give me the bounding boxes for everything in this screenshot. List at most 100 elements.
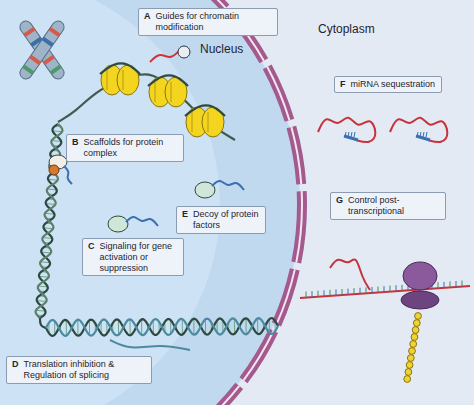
nucleotide bbox=[390, 286, 391, 292]
nucleotide bbox=[378, 286, 379, 292]
base-pair bbox=[348, 132, 349, 137]
nucleotide bbox=[354, 288, 355, 294]
base-pair bbox=[257, 318, 258, 334]
function-label: miRNA sequestration bbox=[351, 79, 436, 90]
nucleotide bbox=[348, 289, 349, 295]
callout-letter: F bbox=[340, 79, 346, 90]
nucleus-region bbox=[0, 0, 300, 405]
nucleotide bbox=[450, 281, 451, 287]
dna-wrap bbox=[100, 63, 140, 74]
chromosome-arm bbox=[18, 19, 67, 82]
histone-groove bbox=[208, 112, 209, 132]
lncrna bbox=[212, 181, 244, 190]
label-box: C Signaling for gene activation or suppre… bbox=[82, 238, 184, 276]
base-pair bbox=[89, 320, 90, 335]
base-pair bbox=[77, 320, 78, 336]
base-pair bbox=[426, 132, 427, 137]
base-pair bbox=[246, 318, 247, 334]
nucleus-inner bbox=[0, 0, 220, 405]
label-box: FmiRNA sequestration bbox=[334, 76, 442, 93]
mirna-sponge bbox=[318, 118, 375, 142]
illustration-part bbox=[18, 19, 67, 82]
label-box: D Translation inhibition & Regulation of … bbox=[6, 356, 152, 384]
nuclear-envelope bbox=[0, 0, 302, 405]
callout-letter: E bbox=[182, 209, 188, 220]
peptide-bead bbox=[406, 362, 413, 369]
modifier-protein bbox=[178, 46, 190, 58]
illustration-part bbox=[18, 19, 67, 82]
dna-strand bbox=[46, 318, 278, 336]
callout-letter: G bbox=[336, 195, 343, 206]
nucleotide bbox=[384, 286, 385, 292]
callout-letter: B bbox=[72, 137, 79, 148]
callout-letter: D bbox=[12, 359, 19, 370]
region-label: Nucleus bbox=[200, 42, 243, 56]
mirna-sponge bbox=[390, 118, 447, 142]
chromosome-band bbox=[23, 27, 35, 37]
function-label: Scaffolds for protein complex bbox=[84, 137, 179, 159]
chromosome bbox=[18, 19, 67, 82]
dna-strand bbox=[36, 124, 63, 318]
base-pair bbox=[205, 319, 206, 334]
chromatin-fibre bbox=[58, 74, 235, 140]
nucleotide bbox=[360, 288, 361, 294]
peptide-bead bbox=[404, 376, 411, 383]
callout-letter: A bbox=[144, 11, 151, 22]
function-label: Signaling for gene activation or suppres… bbox=[100, 241, 179, 273]
nucleotide bbox=[330, 290, 331, 296]
nucleosome bbox=[148, 75, 188, 107]
nucleotide bbox=[312, 291, 313, 297]
chromosome-band bbox=[29, 55, 41, 65]
base-pair bbox=[351, 132, 352, 137]
region-label: Cytoplasm bbox=[318, 22, 375, 36]
base-pair bbox=[130, 319, 131, 335]
nucleotide bbox=[456, 281, 457, 287]
nucleotide bbox=[372, 287, 373, 293]
base-pair bbox=[66, 320, 67, 336]
nucleotide bbox=[342, 289, 343, 295]
protein bbox=[49, 165, 59, 175]
dna-strand bbox=[46, 318, 278, 336]
base-pair bbox=[182, 319, 183, 335]
histone-groove bbox=[107, 70, 108, 90]
callout-letter: C bbox=[88, 241, 95, 252]
peptide-bead bbox=[405, 369, 412, 376]
label-box: B Scaffolds for protein complex bbox=[66, 134, 184, 162]
nucleosome bbox=[185, 105, 225, 137]
nucleotide bbox=[444, 282, 445, 288]
histone-groove bbox=[171, 82, 172, 102]
function-label: Translation inhibition & Regulation of s… bbox=[24, 359, 147, 381]
chromosome-band bbox=[42, 37, 54, 47]
dna-helix bbox=[46, 318, 278, 336]
rna-strand bbox=[110, 340, 190, 350]
function-label: Control post-transcriptional bbox=[348, 195, 440, 217]
label-box: AGuides for chromatin modification bbox=[138, 8, 278, 36]
envelope-lumen bbox=[0, 0, 302, 405]
protein-factor bbox=[195, 182, 215, 198]
function-label: Decoy of protein factors bbox=[193, 209, 260, 231]
peptide-bead bbox=[411, 334, 418, 341]
base-pair bbox=[141, 319, 142, 335]
nucleotide bbox=[438, 282, 439, 288]
dna-wrap bbox=[148, 75, 188, 86]
lncrna bbox=[150, 50, 180, 62]
base-pair bbox=[423, 132, 424, 137]
histone-groove bbox=[192, 112, 193, 132]
histone-groove bbox=[123, 70, 124, 90]
peptide-bead bbox=[407, 355, 414, 362]
dna-bend bbox=[40, 318, 46, 328]
base-pair bbox=[345, 132, 346, 137]
peptide-bead bbox=[410, 341, 417, 348]
label-box: G Control post-transcriptional bbox=[330, 192, 446, 220]
peptide-bead bbox=[412, 327, 419, 334]
base-pair bbox=[234, 319, 235, 334]
base-pair bbox=[417, 132, 418, 137]
dna-helix bbox=[36, 124, 63, 318]
nucleotide bbox=[366, 287, 367, 293]
mrna-translation bbox=[300, 259, 470, 382]
label-box: E Decoy of protein factors bbox=[176, 206, 266, 234]
nucleotide bbox=[396, 285, 397, 291]
ribosome-large bbox=[403, 262, 437, 290]
peptide-bead bbox=[409, 348, 416, 355]
nucleotide bbox=[324, 290, 325, 296]
